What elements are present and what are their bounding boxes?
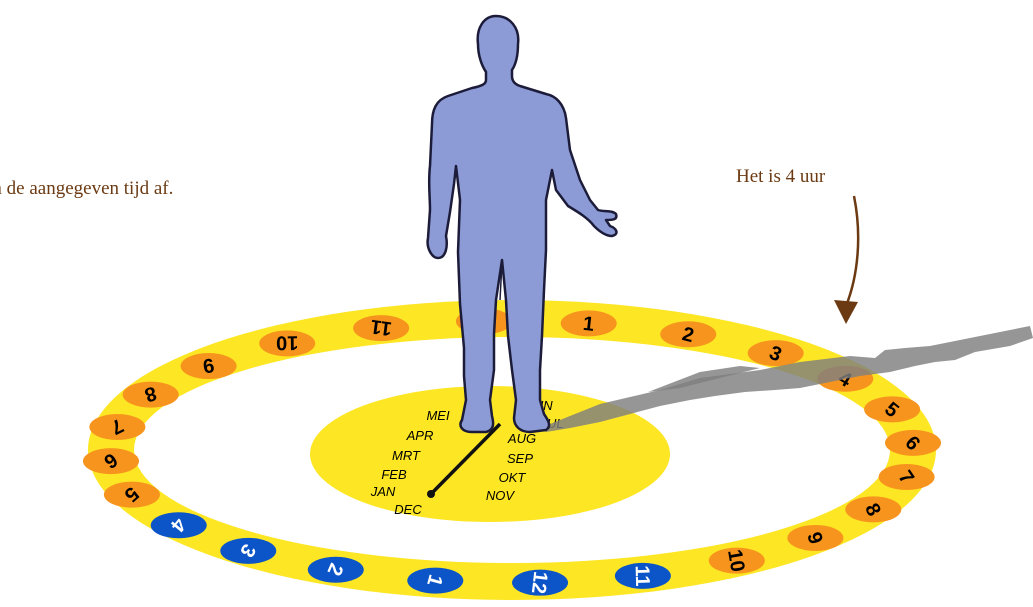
month-label: OKT	[499, 470, 527, 485]
hour-marker: 2	[660, 321, 716, 347]
hour-marker-label: 10	[723, 548, 748, 574]
hour-marker-label: 1	[582, 313, 595, 336]
month-label: DEC	[394, 502, 422, 517]
month-label: NOV	[486, 488, 516, 503]
hour-marker-label: 11	[631, 565, 654, 587]
hour-marker-label: 11	[369, 315, 393, 340]
hour-marker: 1	[561, 310, 617, 336]
hour-marker-label: 10	[276, 331, 299, 353]
hour-marker: 5	[104, 482, 160, 508]
month-label: MEI	[426, 408, 450, 423]
hour-marker-label: 12	[527, 570, 551, 595]
callout-arrow	[846, 196, 858, 306]
hour-marker: 6	[83, 448, 139, 474]
hour-marker: 9	[181, 353, 237, 379]
hour-marker: 4	[151, 512, 207, 538]
hour-marker: 8	[845, 496, 901, 522]
month-label: FEB	[381, 467, 407, 482]
hour-marker: 12	[512, 570, 568, 596]
date-scale-dot	[427, 490, 435, 498]
hour-marker: 11	[615, 563, 671, 589]
hour-marker: 3	[220, 538, 276, 564]
hour-marker: 5	[864, 396, 920, 422]
hour-marker: 9	[787, 525, 843, 551]
month-label: MRT	[392, 448, 421, 463]
hour-marker: 10	[259, 330, 315, 356]
hour-marker: 10	[709, 548, 765, 574]
hour-marker: 7	[879, 464, 935, 490]
month-label: AUG	[507, 431, 536, 446]
hour-marker: 8	[123, 381, 179, 407]
hour-marker: 3	[748, 340, 804, 366]
instruction-text: an de aangegeven tijd af.	[0, 178, 173, 200]
hour-marker: 2	[308, 557, 364, 583]
hour-marker: 1	[407, 568, 463, 594]
month-label: SEP	[507, 451, 533, 466]
callout-arrowhead	[834, 300, 858, 324]
month-label: JAN	[370, 484, 396, 499]
month-label: APR	[406, 428, 434, 443]
time-callout: Het is 4 uur	[736, 166, 825, 188]
hour-marker: 6	[885, 430, 941, 456]
